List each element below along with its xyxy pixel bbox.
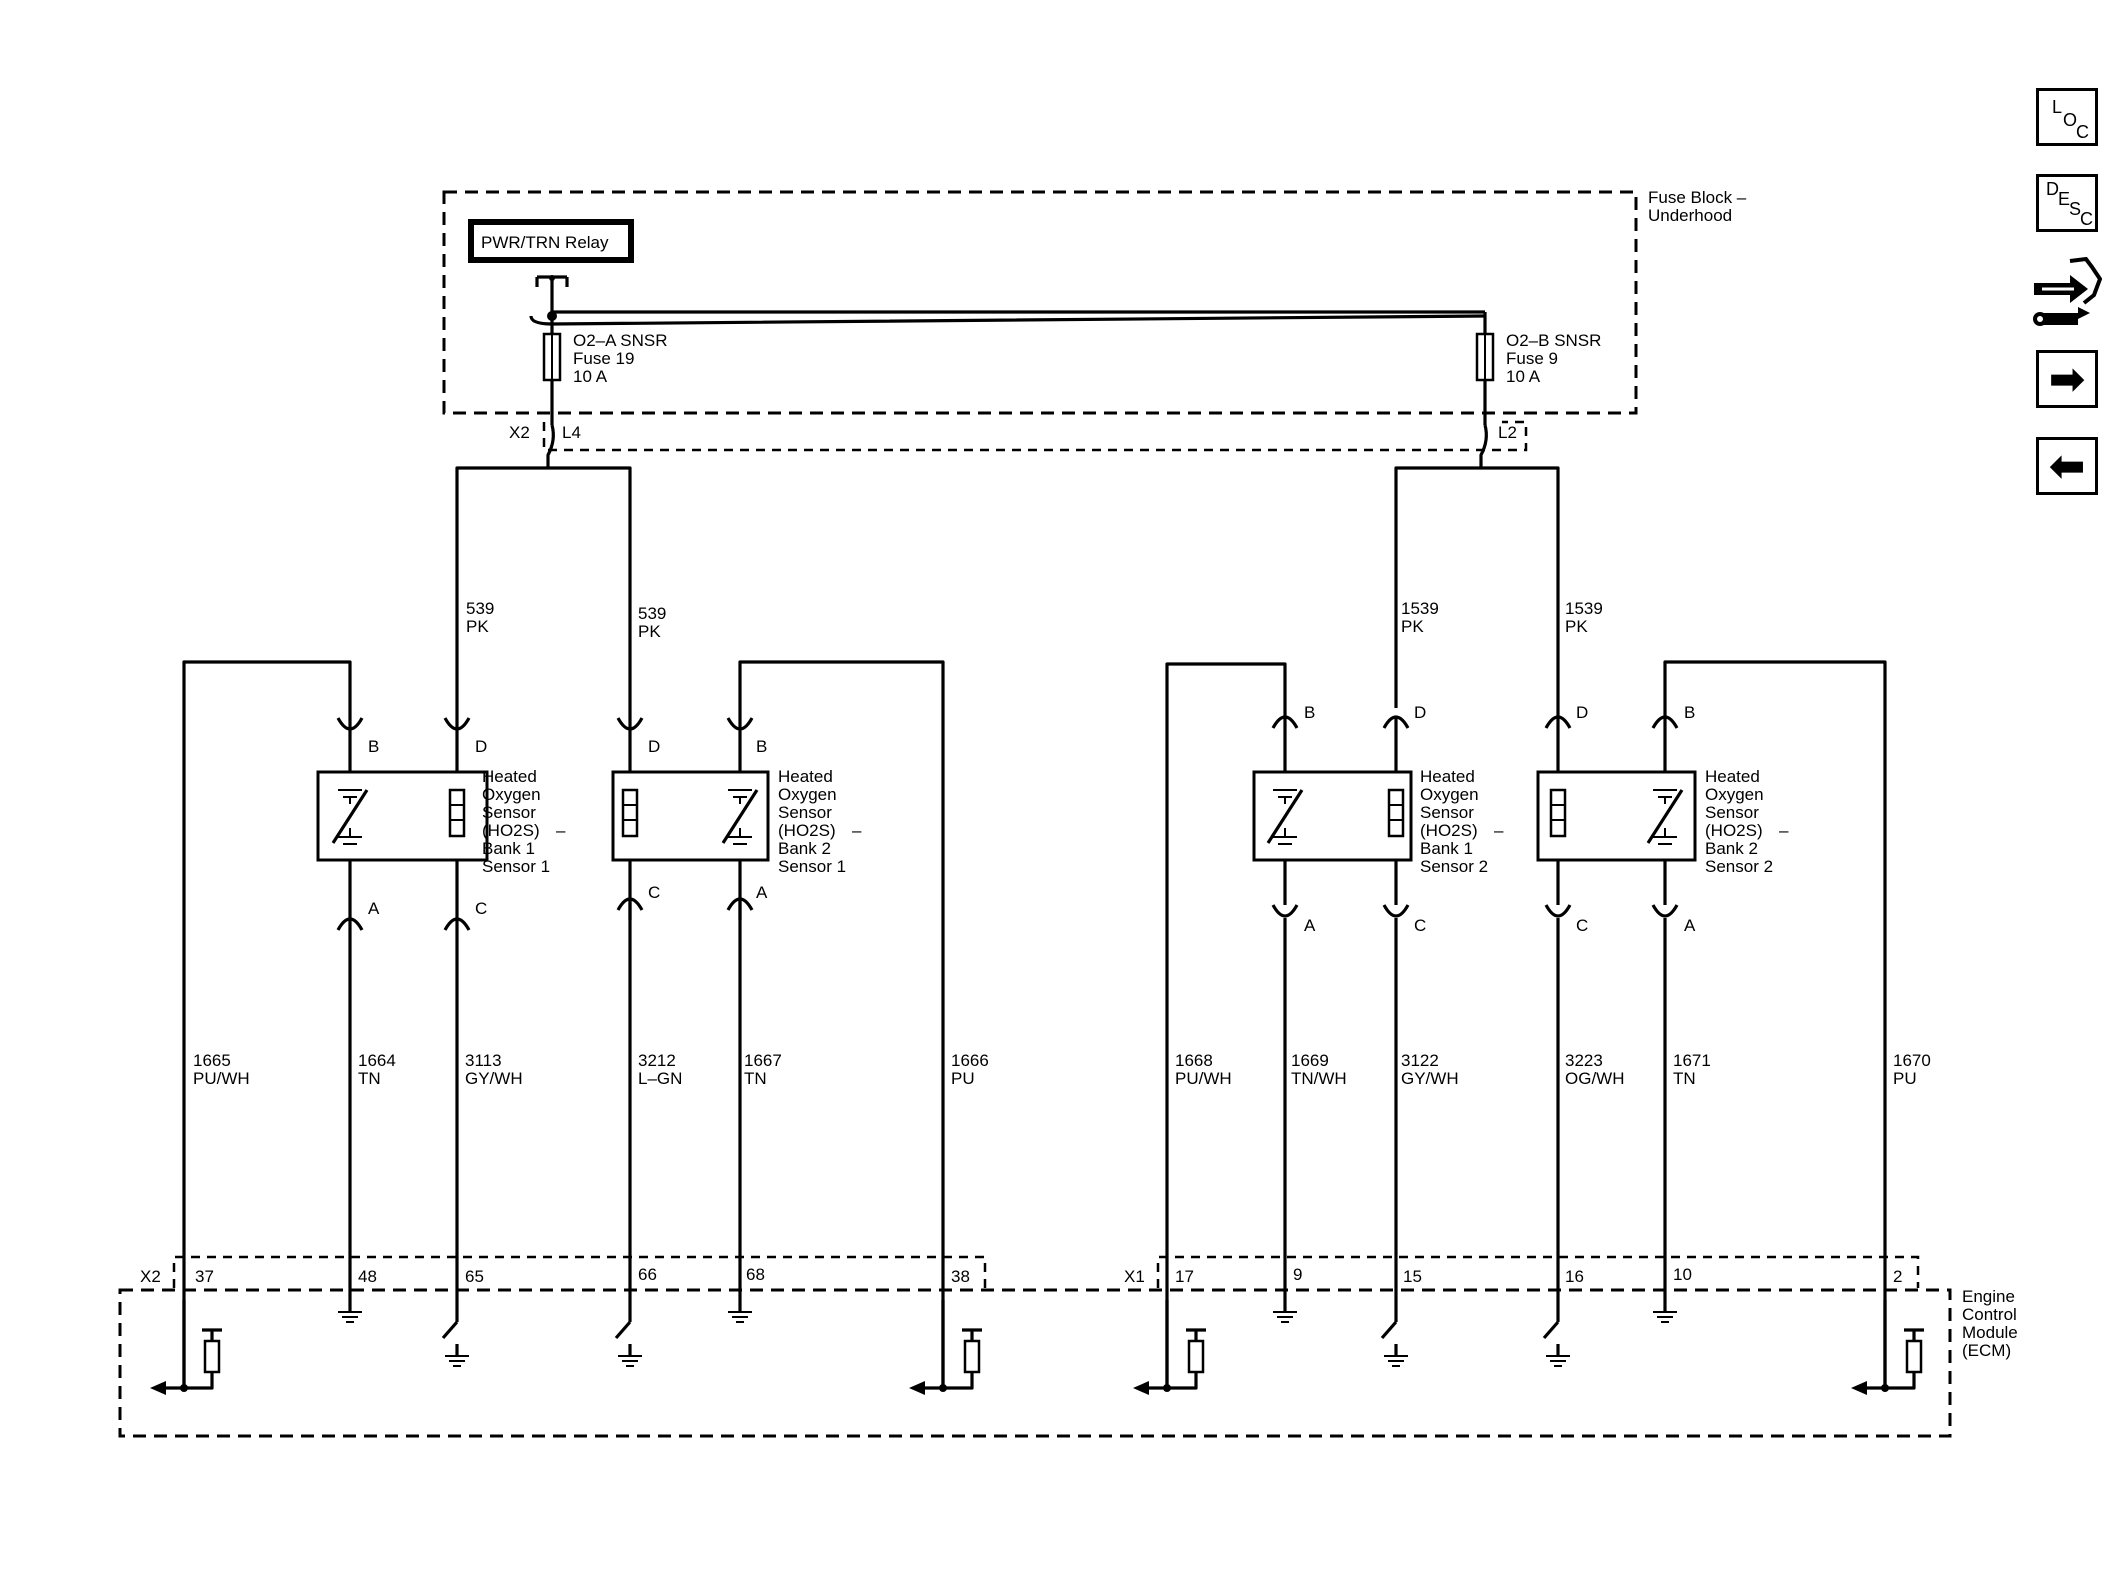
fuse-19-o2a-snsr [542,316,562,425]
power-feed-wires [455,465,1560,708]
desc-letter-e: E [2058,189,2071,209]
desc-letter-c: C [2080,209,2093,229]
ecm-pin-10: 10 [1673,1265,1692,1284]
terminal-l2-label: L2 [1498,423,1517,442]
fuse-block-underhood: Fuse Block – Underhood PWR/TRN Relay O2–… [442,188,1751,465]
ecm-pin-68: 68 [746,1265,765,1284]
desc-letter-s: S [2069,199,2082,219]
pwr-trn-relay-label: PWR/TRN Relay [481,233,609,252]
sensor-2-pin-c: C [648,883,660,902]
terminal-l4-label: L4 [562,423,581,442]
ecm-pin-15: 15 [1403,1267,1422,1286]
connector-x2-label: X2 [509,423,530,442]
arrow-left-icon: ⬅ [2048,440,2086,492]
ecm-pin-38: 38 [951,1267,970,1286]
sensor-2-pin-b: B [756,737,767,756]
relay-output-terminal [529,275,1485,326]
sensor-4-pin-a: A [1684,916,1696,935]
ecm-connector-x2-label: X2 [140,1267,161,1286]
ecm-pin-48: 48 [358,1267,377,1286]
fuse-block-label: Fuse Block – Underhood [1648,188,1751,225]
arrow-right-icon: ➡ [2048,353,2086,405]
ecm-pin-65: 65 [465,1267,484,1286]
sensor-1-pin-b: B [368,737,379,756]
next-page-button[interactable]: ➡ [2036,350,2098,408]
loc-letter-l: L [2052,97,2063,117]
sensor-3-pin-d: D [1414,703,1426,722]
ho2s-bank1-sensor2 [1165,662,1413,1388]
sensor-1-pin-d: D [475,737,487,756]
previous-page-button[interactable]: ⬅ [2036,437,2098,495]
sensor-4-pin-d: D [1576,703,1588,722]
sensor-4-pin-c: C [1576,916,1588,935]
desc-letter-d: D [2046,179,2059,199]
sensor-2-pin-d: D [648,737,660,756]
engine-control-module [118,1255,1952,1438]
loc-letter-o: O [2063,110,2078,130]
ecm-connector-x1-label: X1 [1124,1267,1145,1286]
ecm-label: Engine Control Module (ECM) [1962,1287,2023,1360]
sensor-1-label: Heated Oxygen Sensor (HO2S) – Bank 1 Sen… [482,767,570,876]
sensor-3-pin-a: A [1304,916,1316,935]
sensor-4-label: Heated Oxygen Sensor (HO2S) – Bank 2 Sen… [1705,767,1793,876]
wrench-service-icon[interactable] [2030,255,2102,331]
sensor-3-pin-c: C [1414,916,1426,935]
ho2s-bank1-sensor1 [182,660,489,1388]
sensor-2-pin-a: A [756,883,768,902]
sensor-4-pin-b: B [1684,703,1695,722]
ecm-pin-numbers: 37 48 65 66 68 38 17 9 15 16 10 2 [195,1265,1902,1286]
loc-letter-c: C [2076,122,2089,142]
fuse-block-connector-x2 [542,420,1528,465]
fuse-b-label: O2–B SNSR Fuse 9 10 A [1506,331,1606,386]
sensor-3-pin-b: B [1304,703,1315,722]
ecm-pin-16: 16 [1565,1267,1584,1286]
location-button[interactable]: L O C [2036,88,2098,146]
sensor-1-pin-a: A [368,899,380,918]
ecm-pin-37: 37 [195,1267,214,1286]
sensor-3-label: Heated Oxygen Sensor (HO2S) – Bank 1 Sen… [1420,767,1508,876]
ecm-pin-17: 17 [1175,1267,1194,1286]
fuse-9-o2b-snsr [1475,312,1495,425]
pwr-trn-relay-box [468,219,634,263]
fuse-a-label: O2–A SNSR Fuse 19 10 A [573,331,672,386]
ho2s-bank2-sensor2 [1536,660,1887,1388]
ecm-pin-9: 9 [1293,1265,1302,1284]
ho2s-bank2-sensor1 [611,660,945,1388]
sensor-1-pin-c: C [475,899,487,918]
ecm-pin-2: 2 [1893,1267,1902,1286]
ecm-pin-66: 66 [638,1265,657,1284]
description-button[interactable]: D E S C [2036,174,2098,232]
sensor-2-label: Heated Oxygen Sensor (HO2S) – Bank 2 Sen… [778,767,866,876]
